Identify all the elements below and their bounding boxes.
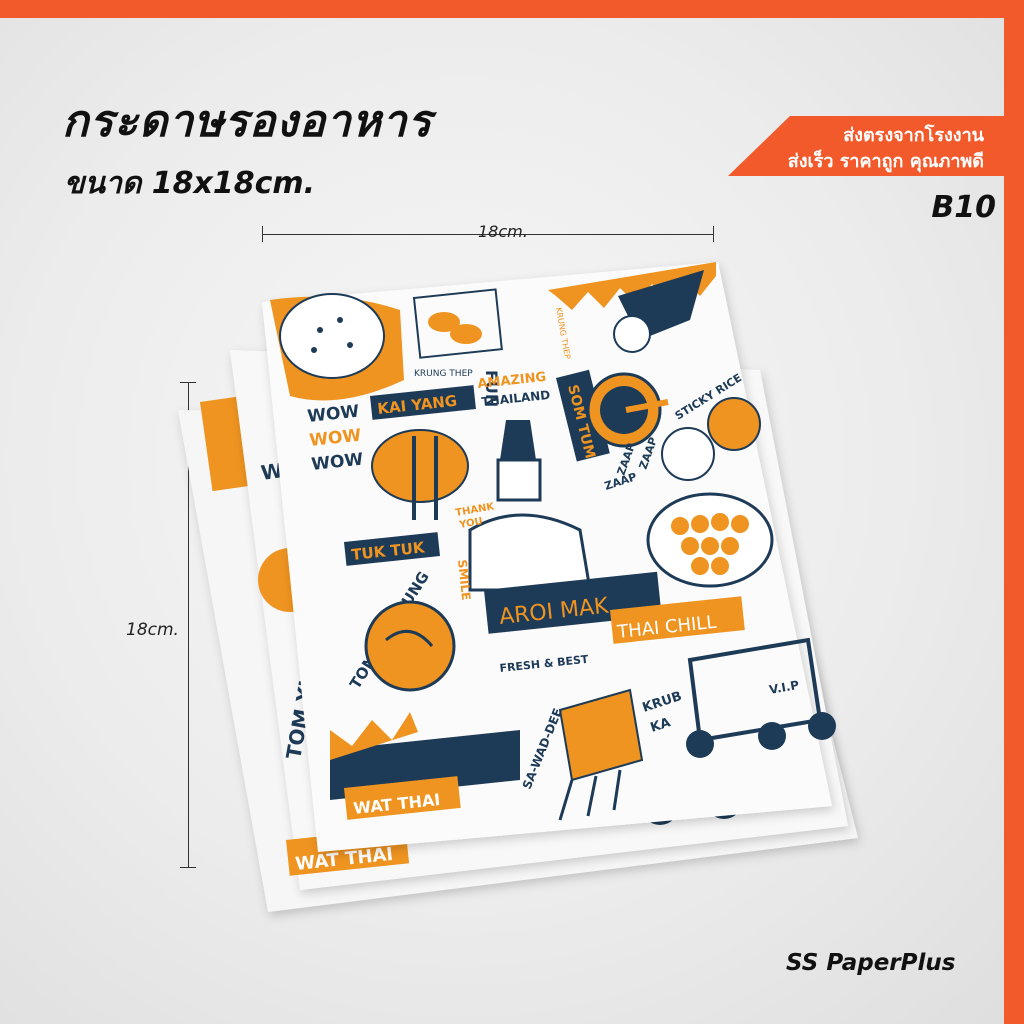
tuktuk-vehicle-graphic (686, 637, 836, 758)
paper-sheet-front: KRUNG THEP WOW WOW WOW KAI YANG FUN AMAZ… (262, 262, 836, 852)
tom-yum-bowl-graphic (364, 600, 456, 692)
ka-text: KA (649, 715, 673, 735)
meatball-plate-graphic (646, 492, 774, 588)
rice-bowl-graphic (270, 293, 404, 401)
right-accent-bar (1004, 0, 1024, 1024)
tuk-tuk-label-bg (344, 532, 440, 566)
amazing-text: AMAZING (477, 370, 547, 392)
height-dimension-line (188, 382, 189, 868)
som-tum-bowl-graphic (586, 372, 669, 448)
brand-name: SS PaperPlus (786, 950, 956, 976)
width-dimension-line (262, 234, 714, 235)
thai-chill-label-bg (610, 596, 745, 644)
thai-dancer-graphic (613, 270, 704, 353)
fun-text: FUN (482, 370, 501, 407)
sticky-rice-baskets-graphic (661, 397, 761, 481)
width-label: 18cm. (478, 222, 528, 241)
width-dimension-tick-right (713, 226, 714, 242)
promo-line-1: ส่งตรงจากโรงงาน (843, 125, 984, 146)
som-tum-label-bg (556, 369, 610, 462)
page-title: กระดาษรองอาหาร (62, 96, 433, 147)
you-text: YOU (458, 516, 484, 531)
grilled-food-graphic (412, 288, 503, 359)
grilled-chicken-graphic (371, 429, 469, 520)
giant-guardian-graphic (468, 420, 592, 592)
smile-text: SMILE (455, 559, 473, 601)
top-accent-bar (0, 0, 1024, 18)
kai-yang-label-bg (369, 385, 476, 420)
bunting-top-graphic (548, 262, 716, 310)
height-label: 18cm. (126, 620, 179, 640)
height-dimension-tick-bottom (180, 867, 196, 868)
promo-line-2: ส่งเร็ว ราคาถูก คุณภาพดี (787, 151, 984, 172)
width-dimension-tick-left (262, 226, 263, 242)
vip-text: V.I.P (768, 678, 800, 697)
height-dimension-tick-top (180, 382, 196, 383)
bunting-left-graphic (330, 712, 418, 760)
wat-thai-label-bg (344, 776, 461, 820)
satay-skewers-graphic (558, 688, 644, 821)
temple-skyline-graphic (330, 730, 520, 800)
product-code: B10 (931, 190, 996, 225)
size-subtitle: ขนาด 18x18cm. (64, 166, 316, 201)
krung-thep-small-text: KRUNG THEP (414, 369, 473, 379)
